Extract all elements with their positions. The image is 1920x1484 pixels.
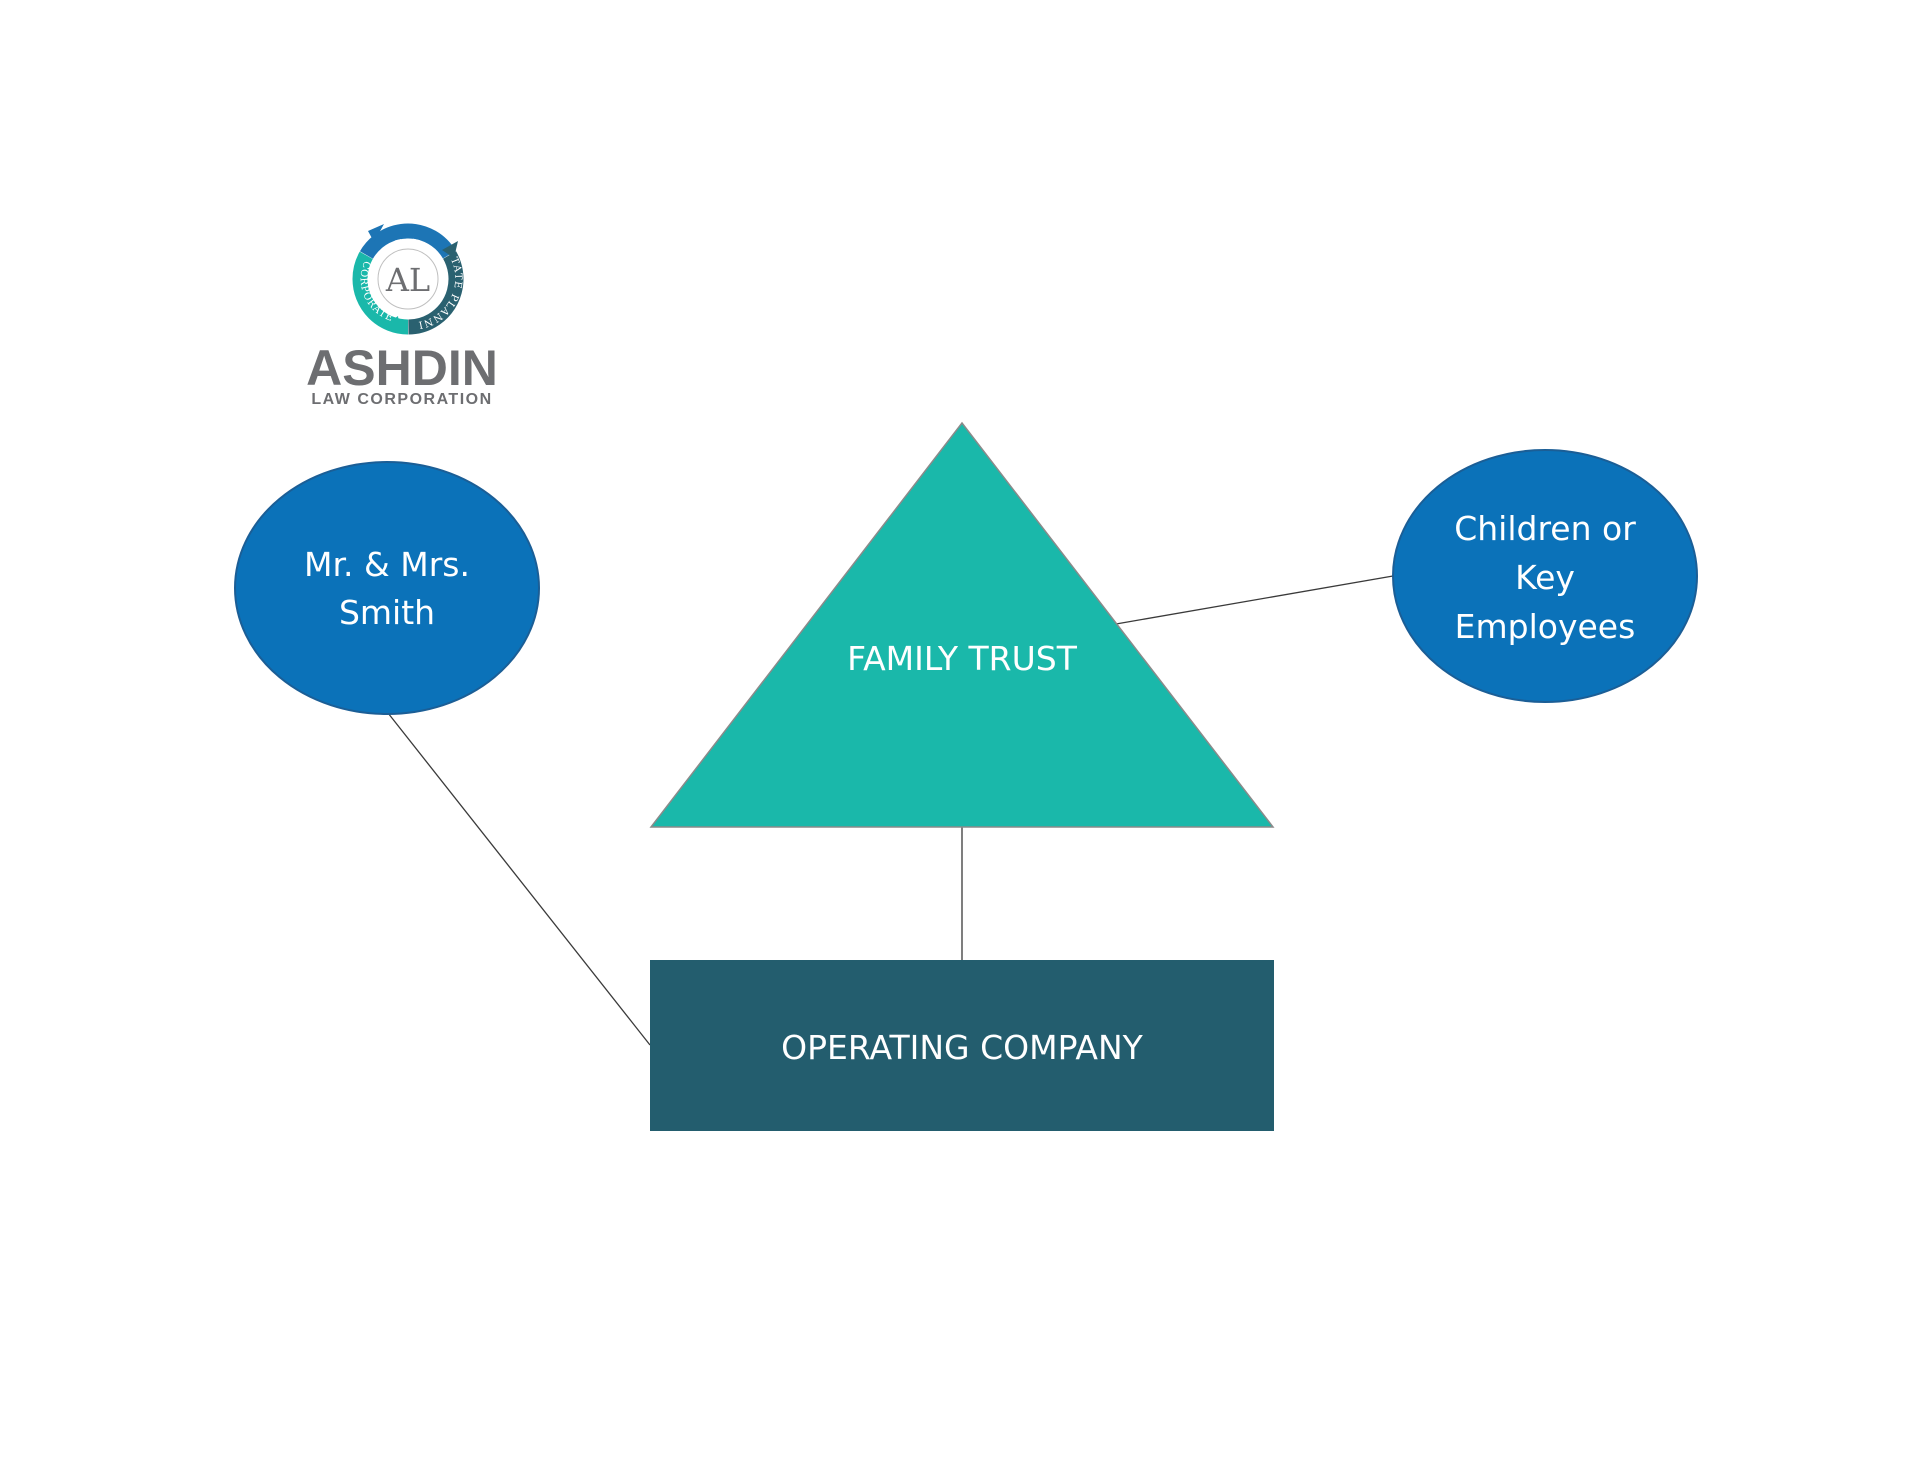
logo-emblem: AL TAX CORPORATE ESTATE PLANNING	[0, 0, 464, 335]
owners-circle	[234, 461, 540, 715]
logo-monogram: AL	[385, 261, 430, 299]
logo-subtitle: LAW CORPORATION	[311, 391, 492, 408]
logo-name: ASHDIN	[306, 340, 498, 396]
connector-trust-beneficiaries	[1115, 575, 1394, 625]
beneficiaries-label-line1: Children or	[1454, 509, 1636, 548]
owners-node: Mr. & Mrs. Smith	[234, 461, 540, 715]
company-label: OPERATING COMPANY	[781, 1028, 1144, 1067]
beneficiaries-label-line3: Employees	[1455, 607, 1636, 646]
beneficiaries-node: Children or Key Employees	[1392, 449, 1698, 703]
owners-label-line1: Mr. & Mrs.	[304, 545, 470, 584]
beneficiaries-circle	[1392, 449, 1698, 703]
connector-owners-company	[387, 712, 651, 1046]
owners-label-line2: Smith	[339, 593, 435, 632]
trust-label: FAMILY TRUST	[847, 639, 1078, 678]
company-logo: AL TAX CORPORATE ESTATE PLANNING ASHDIN …	[0, 0, 498, 408]
logo-ring-tax: TAX	[395, 238, 422, 251]
beneficiaries-label-line2: Key	[1515, 558, 1575, 597]
trust-triangle	[649, 421, 1275, 828]
company-node: OPERATING COMPANY	[650, 960, 1274, 1131]
trust-node: FAMILY TRUST	[649, 421, 1275, 828]
company-box	[650, 960, 1274, 1131]
